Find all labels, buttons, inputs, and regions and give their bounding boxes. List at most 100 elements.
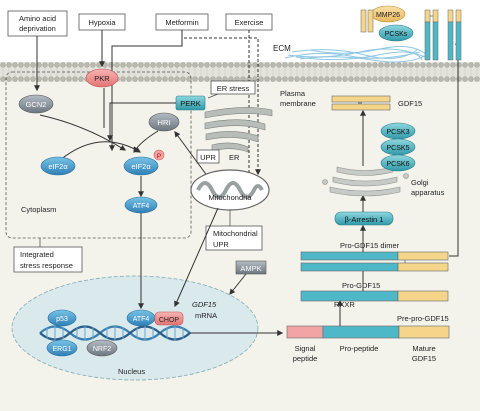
lipid-head xyxy=(132,62,138,68)
svg-text:ERG1: ERG1 xyxy=(52,346,71,353)
lipid-head xyxy=(150,62,156,68)
lipid-head xyxy=(6,62,12,68)
mito-to-chop-arrow xyxy=(174,207,219,308)
lipid-head xyxy=(366,76,372,82)
lipid-head xyxy=(348,76,354,82)
svg-text:PCSK3: PCSK3 xyxy=(387,129,410,136)
mmp26-enzyme: MMP26 xyxy=(370,5,406,23)
lipid-head xyxy=(264,76,270,82)
lipid-head xyxy=(312,62,318,68)
lipid-head xyxy=(336,62,342,68)
lipid-head xyxy=(270,62,276,68)
lipid-head xyxy=(84,62,90,68)
isr-label-box: Integrated stress response xyxy=(13,246,83,273)
lipid-head xyxy=(354,62,360,68)
lipid-head xyxy=(168,76,174,82)
lipid-head xyxy=(462,62,468,68)
ecm-label: ECM xyxy=(273,44,291,53)
svg-text:Exercise: Exercise xyxy=(235,18,264,27)
lipid-head xyxy=(60,76,66,82)
svg-text:Integrated: Integrated xyxy=(20,250,54,259)
lipid-head xyxy=(12,62,18,68)
secreted-gdf15-far-right xyxy=(447,9,462,61)
lipid-head xyxy=(102,62,108,68)
lipid-head xyxy=(126,62,132,68)
svg-text:PCSK6: PCSK6 xyxy=(387,161,410,168)
lipid-head xyxy=(90,62,96,68)
lipid-head xyxy=(174,62,180,68)
svg-text:P: P xyxy=(157,153,161,160)
convergence-arc xyxy=(39,114,127,151)
lipid-head xyxy=(228,62,234,68)
lipid-head xyxy=(450,76,456,82)
chop-factor: CHOP xyxy=(154,311,184,326)
lipid-head xyxy=(156,76,162,82)
eif2a-phosphorylated: eIF2α xyxy=(123,156,159,176)
svg-text:ER stress: ER stress xyxy=(217,84,250,93)
beta-arrestin-1: β-Arrestin 1 xyxy=(334,211,394,226)
svg-text:NRF2: NRF2 xyxy=(93,346,111,353)
lipid-head xyxy=(408,62,414,68)
svg-text:Mitochondrial: Mitochondrial xyxy=(213,229,258,238)
svg-text:eIF2α: eIF2α xyxy=(48,162,68,171)
lipid-head xyxy=(294,62,300,68)
lipid-head xyxy=(354,76,360,82)
gdf15-label: GDF15 xyxy=(398,99,422,108)
lipid-head xyxy=(276,62,282,68)
lipid-head xyxy=(444,62,450,68)
svg-text:CHOP: CHOP xyxy=(159,317,180,324)
lipid-head xyxy=(126,76,132,82)
dna-helix xyxy=(39,325,191,341)
eif2-activation-arc xyxy=(59,141,142,161)
metformin-box: Metformin xyxy=(155,13,209,31)
lipid-head xyxy=(0,76,6,82)
lipid-head xyxy=(192,62,198,68)
svg-text:UPR: UPR xyxy=(200,153,216,162)
lipid-head xyxy=(414,76,420,82)
lipid-head xyxy=(318,62,324,68)
lipid-head xyxy=(144,76,150,82)
amino-acid-deprivation-box: Amino acid deprivation xyxy=(7,10,68,37)
mrna-label: mRNA xyxy=(195,311,217,320)
svg-text:MMP26: MMP26 xyxy=(376,12,400,19)
lipid-head xyxy=(318,76,324,82)
lipid-head xyxy=(468,76,474,82)
lipid-head xyxy=(60,62,66,68)
lipid-head xyxy=(366,62,372,68)
svg-text:HRI: HRI xyxy=(158,118,171,127)
lipid-head xyxy=(66,76,72,82)
lipid-head xyxy=(132,76,138,82)
pro-gdf15-label: Pro-GDF15 xyxy=(342,281,380,290)
lipid-head xyxy=(180,76,186,82)
lipid-head xyxy=(48,76,54,82)
lipid-head xyxy=(54,62,60,68)
lipid-head xyxy=(456,62,462,68)
lipid-head xyxy=(120,76,126,82)
lipid-head xyxy=(54,76,60,82)
svg-text:deprivation: deprivation xyxy=(19,24,56,33)
dimer-to-secretion-arrow xyxy=(449,38,461,257)
lipid-head xyxy=(390,62,396,68)
lipid-head xyxy=(96,62,102,68)
svg-text:ATF4: ATF4 xyxy=(133,316,150,323)
lipid-head xyxy=(384,62,390,68)
lipid-head xyxy=(300,76,306,82)
lipid-head xyxy=(18,76,24,82)
golgi-apparatus xyxy=(322,166,409,197)
atf4-nucleus: ATF4 xyxy=(126,309,156,327)
lipid-head xyxy=(384,76,390,82)
lipid-head xyxy=(372,76,378,82)
lipid-head xyxy=(198,76,204,82)
lipid-head xyxy=(396,76,402,82)
exercise-box: Exercise xyxy=(225,13,273,31)
lipid-head xyxy=(72,76,78,82)
erg1-factor: ERG1 xyxy=(46,339,78,357)
lipid-head xyxy=(372,62,378,68)
svg-text:ATF4: ATF4 xyxy=(133,203,150,210)
lipid-head xyxy=(12,76,18,82)
lipid-head xyxy=(360,62,366,68)
lipid-head xyxy=(294,76,300,82)
lipid-head xyxy=(438,76,444,82)
